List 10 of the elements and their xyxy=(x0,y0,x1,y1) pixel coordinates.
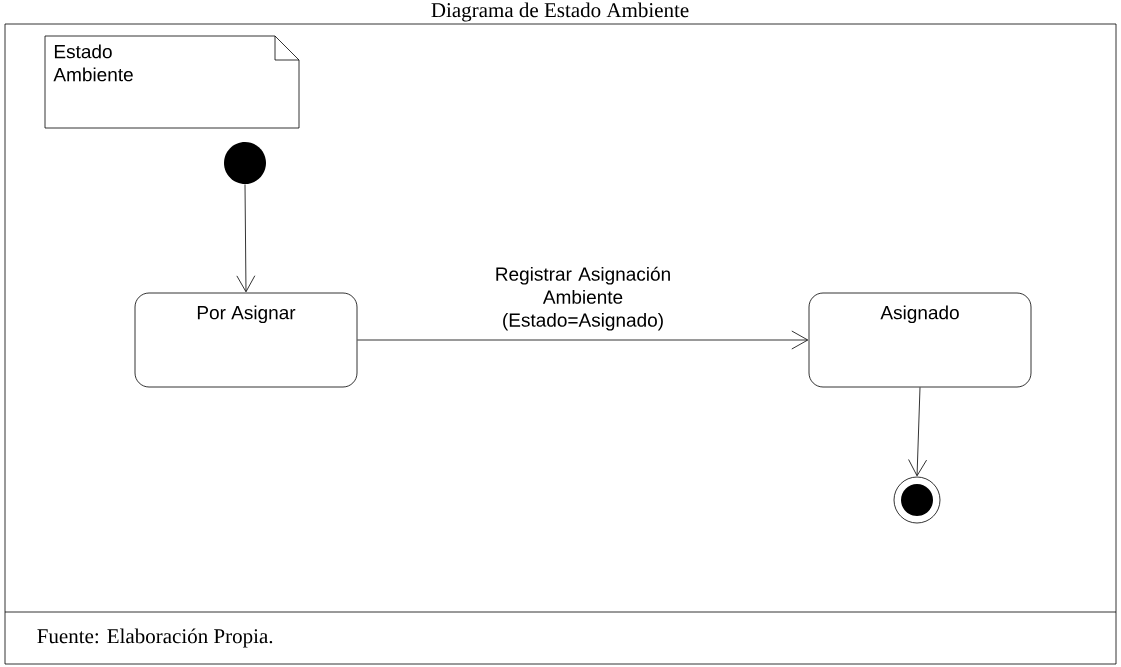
caption: Fuente: Elaboración Propia. xyxy=(37,628,273,648)
state-box: Por Asignar xyxy=(134,292,358,388)
state-box: Asignado xyxy=(808,292,1032,388)
initial-state xyxy=(224,142,266,184)
edge-label: Registrar Asignación Ambiente (Estado=Asignado) xyxy=(496,266,670,331)
title: Diagrama de Estado Ambiente xyxy=(431,2,689,22)
arrow xyxy=(357,330,809,350)
arrow xyxy=(236,184,256,293)
arrow xyxy=(908,387,927,477)
final-state xyxy=(893,476,941,524)
